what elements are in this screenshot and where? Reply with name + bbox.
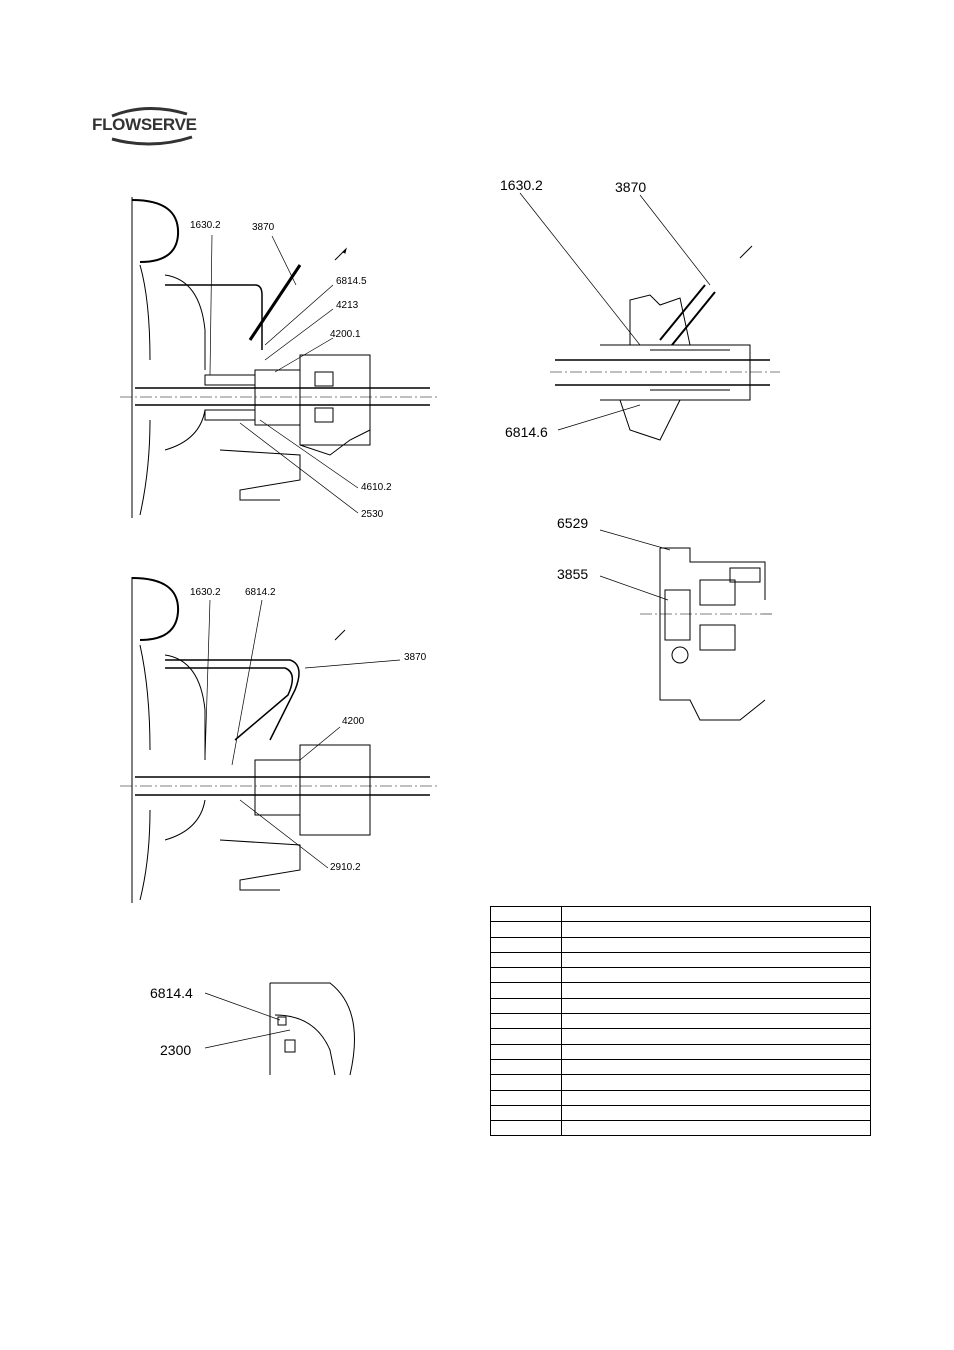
table-row	[490, 1013, 871, 1030]
part-number-cell	[490, 1028, 562, 1045]
table-row	[490, 936, 871, 953]
description-cell	[561, 1120, 871, 1137]
callout-label: 1630.2	[500, 177, 543, 193]
description-cell	[561, 921, 871, 938]
callout-label: 1630.2	[190, 587, 221, 598]
table-row	[490, 1028, 871, 1045]
callout-label: 4200.1	[330, 329, 361, 340]
description-cell	[561, 905, 871, 923]
callout-label: 6529	[557, 515, 589, 531]
description-cell	[561, 982, 871, 999]
part-number-cell	[490, 967, 562, 984]
description-cell	[561, 1043, 871, 1060]
table-row	[490, 1120, 871, 1137]
part-number-cell	[490, 1089, 562, 1106]
callout-label: 3870	[615, 179, 647, 195]
part-number-cell	[490, 921, 562, 938]
figure-5-drawing	[599, 529, 775, 721]
figure-2-drawing	[120, 577, 440, 903]
description-cell	[561, 951, 871, 969]
description-cell	[561, 1028, 871, 1045]
table-row	[490, 921, 871, 938]
callout-label: 1630.2	[190, 220, 221, 231]
table-row	[490, 982, 871, 999]
description-cell	[561, 1058, 871, 1076]
callout-label: 4610.2	[361, 482, 392, 493]
callout-label: 4200	[342, 716, 365, 727]
part-number-cell	[490, 905, 562, 923]
part-number-cell	[490, 1120, 562, 1137]
callout-label: 6814.5	[336, 276, 367, 287]
table-row	[490, 951, 871, 969]
table-row	[490, 997, 871, 1015]
part-number-cell	[490, 1013, 562, 1030]
callout-label: 3870	[252, 222, 275, 233]
part-number-cell	[490, 1074, 562, 1091]
description-cell	[561, 997, 871, 1015]
description-cell	[561, 1089, 871, 1106]
table-row	[490, 1089, 871, 1106]
part-number-cell	[490, 1104, 562, 1122]
callout-label: 6814.2	[245, 587, 276, 598]
part-number-cell	[490, 936, 562, 953]
callout-label: 6814.6	[505, 424, 548, 440]
callout-label: 2530	[361, 509, 384, 520]
part-number-cell	[490, 951, 562, 969]
figure-4-drawing	[519, 192, 780, 441]
table-row	[490, 1043, 871, 1060]
table-row	[490, 1104, 871, 1122]
table-row	[490, 1074, 871, 1091]
callout-label: 2300	[160, 1042, 192, 1058]
callout-label: 3870	[404, 652, 427, 663]
description-cell	[561, 936, 871, 953]
callout-label: 3855	[557, 566, 589, 582]
part-number-cell	[490, 1058, 562, 1076]
figure-3-drawing	[204, 982, 355, 1076]
part-number-cell	[490, 982, 562, 999]
part-number-cell	[490, 1043, 562, 1060]
description-cell	[561, 1074, 871, 1091]
table-row	[490, 967, 871, 984]
parts-table	[490, 905, 871, 1137]
callout-label: 4213	[336, 300, 359, 311]
description-cell	[561, 1104, 871, 1122]
callout-label: 6814.4	[150, 985, 193, 1001]
flowserve-logo: FLOWSERVE	[92, 106, 207, 146]
table-row	[490, 905, 871, 923]
table-row	[490, 1058, 871, 1076]
part-number-cell	[490, 997, 562, 1015]
description-cell	[561, 1013, 871, 1030]
description-cell	[561, 967, 871, 984]
callout-label: 2910.2	[330, 862, 361, 873]
figure-1-drawing	[120, 197, 440, 518]
